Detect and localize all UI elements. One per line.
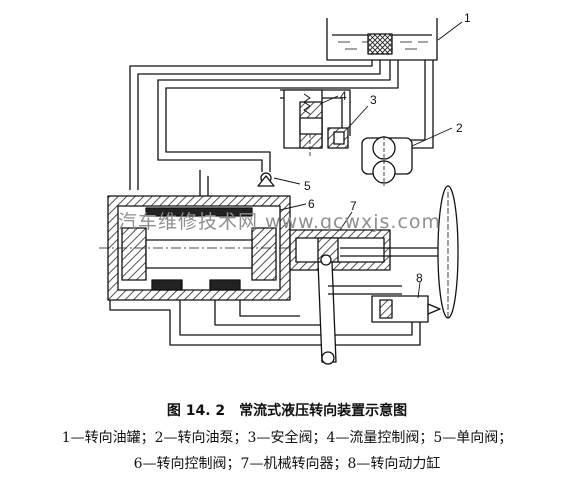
steering-oil-pump [361,136,413,186]
callout-6-control-valve: 6 [308,197,315,211]
safety-valve [327,127,349,149]
leader-lines [273,21,463,299]
check-valve [257,172,275,187]
watermark: 汽车维修技术网 www.qcwxjs.com [118,211,441,233]
callout-7-steering-gear: 7 [350,199,357,213]
callout-8-power-cylinder: 8 [416,271,423,285]
figure-caption-title: 图 14. 2 常流式液压转向装置示意图 [0,400,574,420]
hydraulic-steering-diagram: 汽车维修技术网 www.qcwxjs.com 1 2 3 4 5 6 7 8 [99,11,471,365]
steering-control-valve [99,195,300,301]
callout-2-oil-pump: 2 [456,121,463,135]
oil-reservoir [326,18,438,61]
figure-legend-line-1: 1—转向油罐；2—转向油泵；3—安全阀；4—流量控制阀；5—单向阀； [61,430,513,446]
callout-4-flow-control-valve: 4 [340,89,347,103]
steering-linkage [317,254,402,365]
figure-title: 常流式液压转向装置示意图 [239,403,408,419]
hydraulic-lines [109,60,434,346]
callout-5-check-valve: 5 [304,179,311,193]
mechanical-steering-gear [289,185,459,320]
callout-1-oil-reservoir: 1 [464,11,471,25]
callout-3-safety-valve: 3 [370,93,377,107]
power-steering-cylinder [371,295,441,323]
figure-legend-line-2: 6—转向控制阀；7—机械转向器；8—转向动力缸 [133,456,441,472]
flow-control-valve [283,89,323,158]
figure-number: 图 14. 2 [166,403,226,419]
